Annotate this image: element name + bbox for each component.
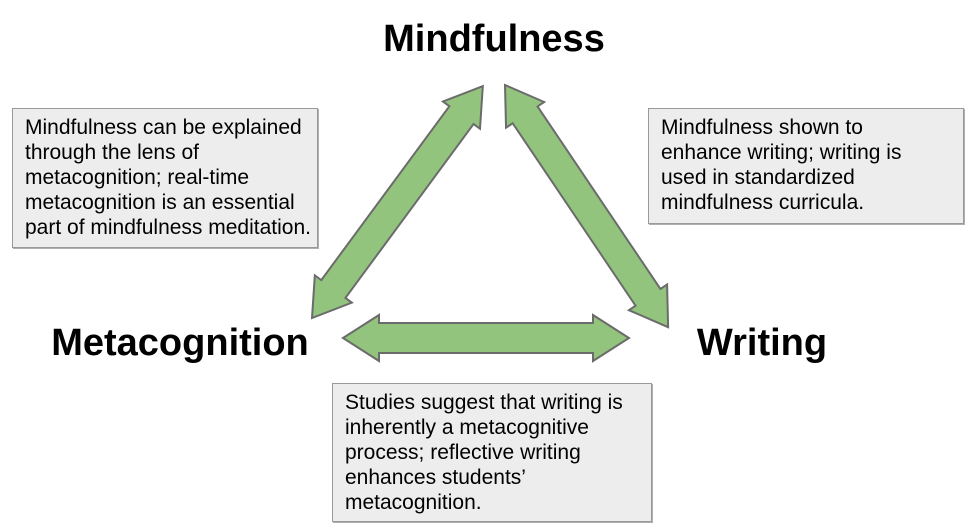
note-text-line: inherently a metacognitive	[345, 416, 589, 439]
note-text-line: Studies suggest that writing is	[345, 391, 623, 414]
note-text-line: through the lens of	[25, 141, 199, 164]
note-text-line: part of mindfulness meditation.	[25, 216, 311, 239]
node-mindfulness: Mindfulness	[383, 18, 605, 60]
note-text-line: Mindfulness can be explained	[25, 116, 302, 139]
arrow-mindfulness-writing	[503, 83, 670, 329]
note-mindfulness-writing: Mindfulness shown to enhance writing; wr…	[648, 108, 964, 224]
note-text-line: Mindfulness shown to	[661, 116, 863, 139]
note-text-line: enhance writing; writing is	[661, 141, 902, 164]
note-text-line: metacognition; real-time	[25, 166, 250, 189]
arrow-mindfulness-metacognition	[310, 84, 484, 320]
note-mindfulness-metacognition: Mindfulness can be explained through the…	[12, 108, 318, 248]
note-text-line: process; reflective writing	[345, 441, 581, 464]
note-metacognition-writing: Studies suggest that writing is inherent…	[332, 383, 652, 522]
note-text-line: enhances students’	[345, 466, 526, 489]
node-metacognition: Metacognition	[51, 322, 309, 364]
note-text-line: mindfulness curricula.	[661, 191, 865, 214]
note-text-line: used in standardized	[661, 166, 855, 189]
note-text-line: metacognition.	[345, 491, 482, 514]
arrow-metacognition-writing	[341, 313, 631, 363]
node-writing: Writing	[696, 322, 828, 364]
note-text-line: metacognition is an essential	[25, 191, 295, 214]
